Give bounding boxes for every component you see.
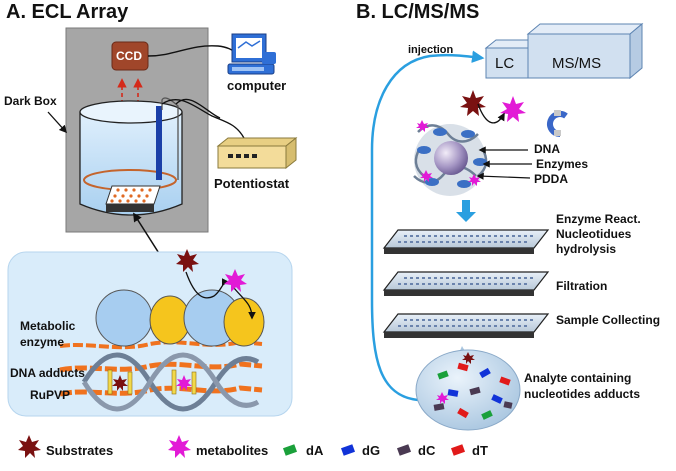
analyte-droplet [415, 346, 521, 431]
legend-dG-swatch [340, 444, 356, 456]
magnet-icon [547, 110, 568, 137]
legend-dG-label: dG [362, 443, 381, 458]
plate-enzyme-reaction [382, 229, 550, 254]
computer-icon [227, 33, 276, 75]
analyte-label: Analyte containing nucleotides adducts [524, 371, 641, 401]
dna-adduct-stars [112, 375, 192, 391]
lc-label: LC [495, 55, 515, 72]
legend-dA-swatch [282, 444, 298, 456]
rupvp-label: RuPVP [30, 388, 71, 402]
legend-substrate-star [18, 435, 41, 458]
legend-dC-label: dC [418, 443, 436, 458]
dark-box-label: Dark Box [4, 94, 57, 108]
msms-module [526, 22, 644, 80]
bead-reaction-arrow [477, 103, 505, 124]
potentiostat-box [216, 136, 298, 170]
ccd-label: CCD [116, 49, 142, 63]
step-filtration-label: Filtration [556, 279, 608, 293]
process-down-arrow [456, 200, 476, 222]
legend-dC-swatch [396, 444, 412, 456]
legend-dT-label: dT [472, 443, 488, 458]
inset-metabolite-star [224, 269, 247, 292]
enzymes-label: Enzymes [536, 157, 589, 171]
computer-label: computer [227, 78, 287, 93]
metabolic-enzyme-label: Metabolic enzyme [20, 319, 76, 349]
bead-metabolite-star [500, 96, 526, 122]
pdda-label: PDDA [534, 172, 569, 186]
photon-arrows [117, 78, 143, 160]
legend-metabolites-label: metabolites [196, 443, 269, 458]
injection-flow-arrow [370, 50, 485, 402]
dark-box-pointer [47, 111, 68, 134]
metabolic-enzyme-blobs [95, 289, 265, 347]
zoom-pointer [133, 212, 163, 259]
step-enzyme-reaction-label: Enzyme React. Nucleotidues hydrolysis [556, 212, 641, 256]
panel-a-title: A. ECL Array [6, 1, 129, 23]
plate-filtration [382, 271, 550, 296]
plate-sample-collecting [382, 313, 550, 338]
reference-electrode [156, 97, 179, 180]
legend-dA-label: dA [306, 443, 324, 458]
injection-label: injection [408, 44, 454, 56]
legend-dT-swatch [450, 444, 466, 456]
lc-module [484, 39, 540, 79]
magnetic-bead-complex [413, 120, 488, 196]
inset-substrate-star [176, 249, 199, 272]
dna-adducts-label: DNA adducts [10, 366, 85, 380]
panel-b-title: B. LC/MS/MS [356, 1, 480, 23]
legend-metabolite-star [168, 435, 191, 458]
substrate-to-metabolite-path [185, 271, 256, 320]
label-pointers [476, 146, 532, 180]
potentiostat-cables [161, 98, 245, 139]
msms-label: MS/MS [552, 55, 602, 72]
step-sample-collecting-label: Sample Collecting [556, 313, 661, 327]
potentiostat-label: Potentiostat [214, 176, 290, 191]
legend-substrates-label: Substrates [46, 443, 114, 458]
dna-double-helix [81, 352, 260, 412]
electrode-array-chip [105, 185, 161, 212]
bead-substrate-star [460, 90, 486, 116]
dna-label: DNA [534, 142, 560, 156]
